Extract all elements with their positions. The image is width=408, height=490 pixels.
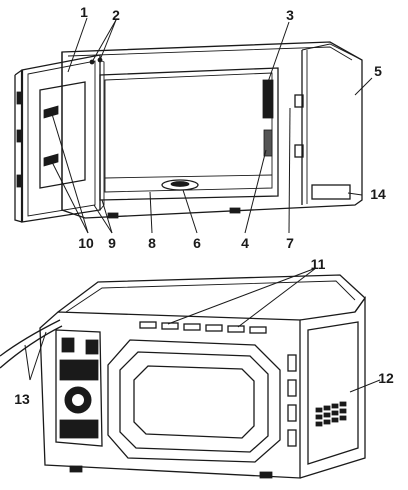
callout-6: 6 [193, 235, 201, 251]
callout-3: 3 [286, 7, 294, 23]
callout-5: 5 [374, 63, 382, 79]
top-vent-slots [139, 321, 267, 334]
power-cord [0, 319, 61, 357]
interlock-slot [263, 129, 273, 157]
side-panel [307, 321, 359, 465]
callout-11: 11 [311, 256, 326, 272]
callout-4: 4 [241, 235, 249, 251]
window-inner [133, 365, 255, 439]
control-button-14 [311, 184, 351, 200]
door-hook-upper [43, 105, 59, 119]
callout-13: 13 [14, 391, 30, 407]
front-view-closed-door [0, 267, 381, 479]
callout-7: 7 [286, 235, 294, 251]
callout-14: 14 [370, 186, 386, 202]
door [21, 54, 101, 223]
waveguide-cover [262, 79, 274, 119]
side-vent [315, 401, 347, 427]
front-view-open-door [14, 17, 373, 234]
callout-8: 8 [148, 235, 156, 251]
callout-10: 10 [78, 235, 94, 251]
callout-2: 2 [112, 7, 120, 23]
callout-9: 9 [108, 235, 116, 251]
turntable-coupling [161, 179, 199, 191]
callout-12: 12 [378, 370, 394, 386]
rear-electrical-panel [59, 337, 99, 439]
callout-1: 1 [80, 4, 88, 20]
door-hook-lower [43, 153, 59, 167]
door-window [39, 81, 86, 189]
